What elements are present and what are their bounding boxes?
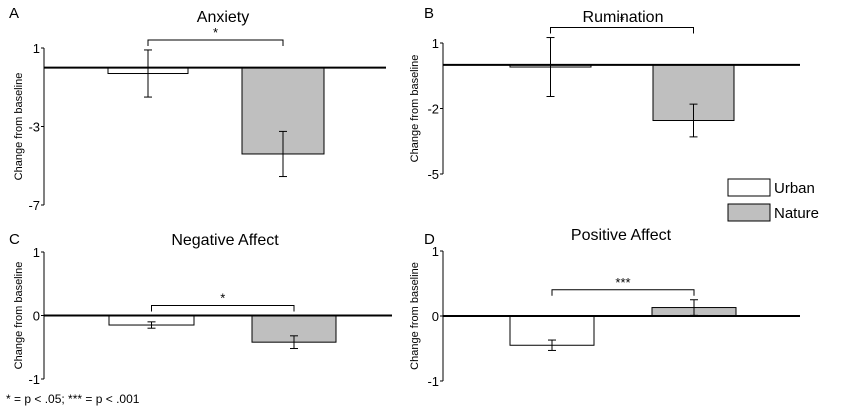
error-bar-urban [147,321,156,329]
y-tick-label: 1 [33,245,40,260]
panel-letter: C [9,231,20,248]
error-bar-nature [279,130,287,178]
significance-bracket: * [550,13,694,34]
legend-label-nature: Nature [774,205,819,222]
error-bar-urban [144,49,152,98]
legend: Urban Nature [727,178,819,222]
panel-title: Positive Affect [571,227,672,244]
significance-bracket: * [151,291,295,312]
y-tick-label: -7 [28,198,40,213]
panel-title: Anxiety [197,9,249,26]
panel-letter: B [424,5,434,22]
error-bar-nature [690,299,698,316]
y-tick-label: -1 [427,374,439,389]
y-axis-label: Change from baseline [409,55,421,163]
significance-footnote: * = p < .05; *** = p < .001 [6,392,140,406]
bracket-line [151,305,295,312]
y-tick-label: 1 [432,244,439,259]
error-bar-nature [689,103,698,138]
significance-marker: * [213,25,218,40]
y-tick-label: 1 [33,41,40,56]
significance-marker: *** [615,275,630,290]
y-tick-label: -5 [427,167,439,182]
y-axis-label: Change from baseline [409,262,421,370]
legend-swatch-nature [727,203,771,222]
legend-swatch-urban [727,178,771,197]
bracket-line [550,27,694,34]
y-axis-label: Change from baseline [13,73,25,181]
significance-bracket: * [147,25,284,46]
y-tick-label: 1 [432,36,439,51]
panel-letter: D [424,231,435,248]
y-tick-label: 0 [432,309,439,324]
panel-title: Rumination [583,9,664,26]
y-tick-label: -3 [28,120,40,135]
bracket-line [147,39,284,46]
bracket-line [551,289,695,296]
error-bar-urban [546,37,555,97]
y-tick-label: -2 [427,102,439,117]
error-bar-urban [548,339,556,351]
panel-title: Negative Affect [171,232,279,249]
legend-label-urban: Urban [774,180,815,197]
significance-marker: * [220,291,225,306]
y-tick-label: -1 [28,372,40,387]
y-axis-label: Change from baseline [13,262,25,370]
y-tick-label: 0 [33,309,40,324]
significance-marker: * [619,13,624,28]
significance-bracket: *** [551,275,695,296]
error-bar-nature [290,335,298,350]
panel-letter: A [9,5,19,22]
